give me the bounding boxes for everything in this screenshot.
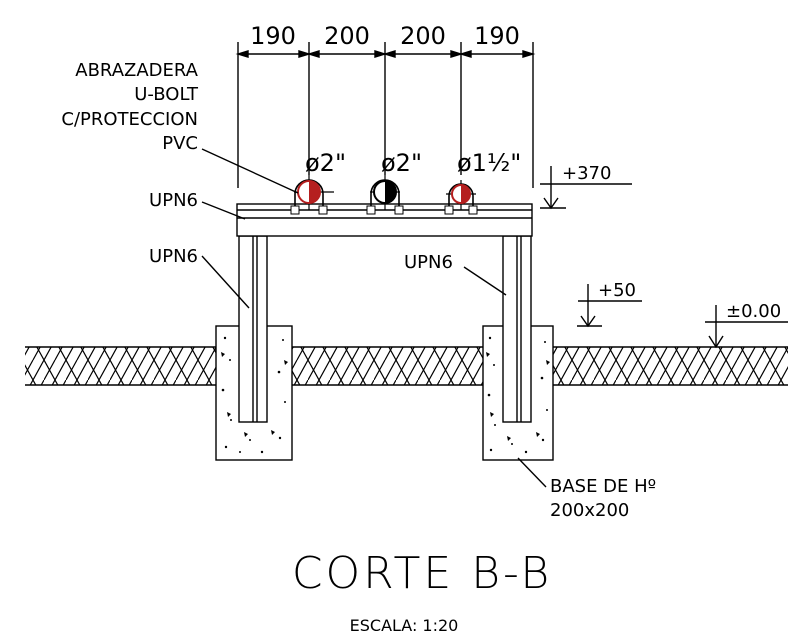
base-label-line-1: BASE DE Hº xyxy=(550,476,656,497)
clamp-label-line-1: ABRAZADERA xyxy=(75,60,198,81)
level-marker-mid xyxy=(577,284,642,328)
left-post-label: UPN6 xyxy=(149,246,198,267)
ground-hatch xyxy=(25,346,788,386)
pipe-clamp-1 xyxy=(290,175,334,215)
dimension-chain xyxy=(235,42,536,188)
level-label-mid: +50 xyxy=(598,280,636,301)
level-label-ground: ±0.00 xyxy=(726,301,781,322)
pipe-clamp-3 xyxy=(444,180,478,215)
dimension-label-4: 190 xyxy=(474,22,520,50)
dimension-label-3: 200 xyxy=(400,22,446,50)
dimension-label-1: 190 xyxy=(250,22,296,50)
post-left xyxy=(238,235,268,423)
section-title: CORTE B-B xyxy=(292,548,552,599)
beam-label: UPN6 xyxy=(149,190,198,211)
level-label-top: +370 xyxy=(562,163,611,184)
dimension-label-2: 200 xyxy=(324,22,370,50)
pipe-label-3: ø1½" xyxy=(457,149,521,177)
scale-note: ESCALA: 1:20 xyxy=(350,616,459,635)
pipe-label-1: ø2" xyxy=(305,149,346,177)
post-right xyxy=(502,235,532,423)
right-post-label: UPN6 xyxy=(404,252,453,273)
pipe-label-2: ø2" xyxy=(381,149,422,177)
level-marker-top xyxy=(540,166,632,210)
clamp-label-line-2: U-BOLT xyxy=(134,84,199,105)
level-marker-ground xyxy=(705,305,788,349)
pipe-clamp-2 xyxy=(366,175,404,215)
clamp-label-line-3: C/PROTECCION xyxy=(61,109,198,130)
clamp-label-line-4: PVC xyxy=(162,133,198,154)
leader-lines xyxy=(201,148,547,488)
base-label-line-2: 200x200 xyxy=(550,500,629,521)
